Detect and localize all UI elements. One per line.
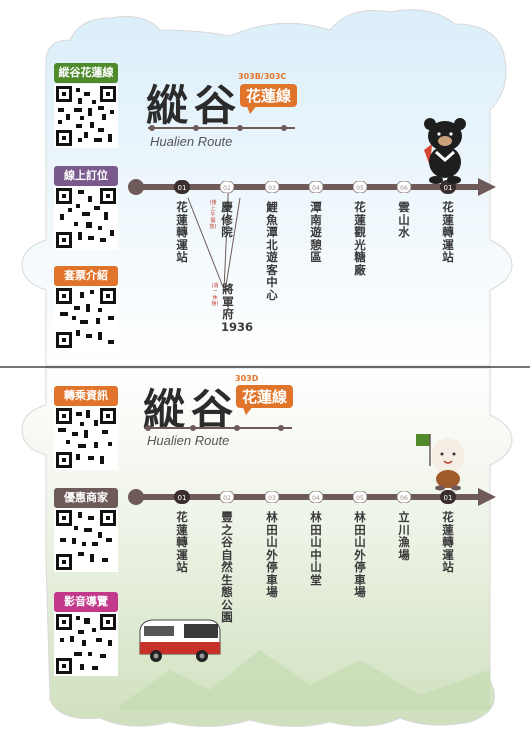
stop-name: 豐之谷自然生態公園 [221, 510, 233, 624]
svg-text:01: 01 [178, 494, 187, 502]
stop-marker[interactable]: 01 [174, 490, 190, 504]
brand-title: 縱谷 [143, 385, 240, 434]
svg-text:02: 02 [223, 495, 231, 502]
stop-marker[interactable]: 05 [353, 181, 367, 193]
stop-marker[interactable]: 03 [265, 491, 279, 503]
svg-text:01: 01 [178, 184, 187, 192]
brand-subtitle: Hualien Route [150, 134, 233, 149]
stop-marker[interactable]: 01 [440, 490, 456, 504]
branch-note: (週一休館) [211, 283, 219, 307]
stop-name: 花蓮轉運站 [442, 200, 454, 264]
svg-text:04: 04 [312, 495, 320, 502]
qr-code-merchants[interactable] [54, 508, 118, 572]
qr-label-transfer[interactable]: 轉乘資訊 [54, 386, 118, 406]
stop-marker[interactable]: 01 [174, 180, 190, 194]
stop-name: 林田山外停車場 [354, 510, 366, 599]
stop-name: 慶修院 [221, 200, 233, 239]
stop-name: 花蓮觀光糖廠 [354, 200, 366, 277]
stop-name: 花蓮轉運站 [176, 510, 188, 574]
stop-name: 潭南遊憩區 [310, 200, 322, 264]
brand-title: 縱谷 [146, 81, 243, 130]
route-code: 303D [235, 374, 259, 383]
svg-text:03: 03 [268, 495, 276, 502]
qr-code-booking[interactable] [54, 186, 118, 250]
svg-text:06: 06 [400, 495, 408, 502]
stop-name: 立川漁場 [398, 510, 410, 562]
qr-label-merchants[interactable]: 優惠商家 [54, 488, 118, 508]
qr-label-package[interactable]: 套票介紹 [54, 266, 118, 286]
stop-name: 鯉魚潭北遊客中心 [266, 200, 278, 302]
qr-code-video[interactable] [54, 612, 118, 676]
qr-code-route[interactable] [54, 84, 118, 148]
stop-marker[interactable]: 04 [309, 181, 323, 193]
route-code: 303B/303C [238, 72, 287, 81]
svg-text:01: 01 [444, 494, 453, 502]
bus-icon [139, 619, 221, 662]
stop-marker[interactable]: 05 [353, 491, 367, 503]
stop-marker[interactable]: 06 [397, 491, 411, 503]
black-bear-mascot-icon [424, 118, 466, 184]
line-tag: 花蓮線 [240, 84, 298, 107]
stop-note: (僅上午開放) [209, 200, 217, 230]
qr-label-booking[interactable]: 線上訂位 [54, 166, 118, 186]
stop-name: 林田山中山堂 [310, 510, 322, 587]
stop-name: 雲山水 [398, 200, 410, 239]
svg-text:05: 05 [356, 495, 364, 502]
farmer-mascot-icon [416, 434, 464, 491]
brand-subtitle: Hualien Route [147, 433, 230, 448]
qr-code-package[interactable] [54, 286, 118, 350]
stop-marker[interactable]: 06 [397, 181, 411, 193]
svg-text:06: 06 [400, 185, 408, 192]
svg-text:05: 05 [356, 185, 364, 192]
line-tag: 花蓮線 [236, 385, 294, 408]
qr-label-route[interactable]: 縱谷花蓮線 [54, 63, 118, 83]
qr-code-transfer[interactable] [54, 406, 118, 470]
stop-marker[interactable]: 04 [309, 491, 323, 503]
stop-marker[interactable]: 03 [265, 181, 279, 193]
svg-text:03: 03 [268, 185, 276, 192]
stop-name: 花蓮轉運站 [442, 510, 454, 574]
qr-label-video[interactable]: 影音導覽 [54, 592, 118, 612]
svg-text:02: 02 [223, 185, 231, 192]
svg-text:01: 01 [444, 184, 453, 192]
stop-name: 花蓮轉運站 [176, 200, 188, 264]
stop-name: 林田山外停車場 [266, 510, 278, 599]
svg-text:04: 04 [312, 185, 320, 192]
stop-marker[interactable]: 02 [220, 491, 234, 503]
stop-marker[interactable]: 02 [220, 181, 234, 193]
